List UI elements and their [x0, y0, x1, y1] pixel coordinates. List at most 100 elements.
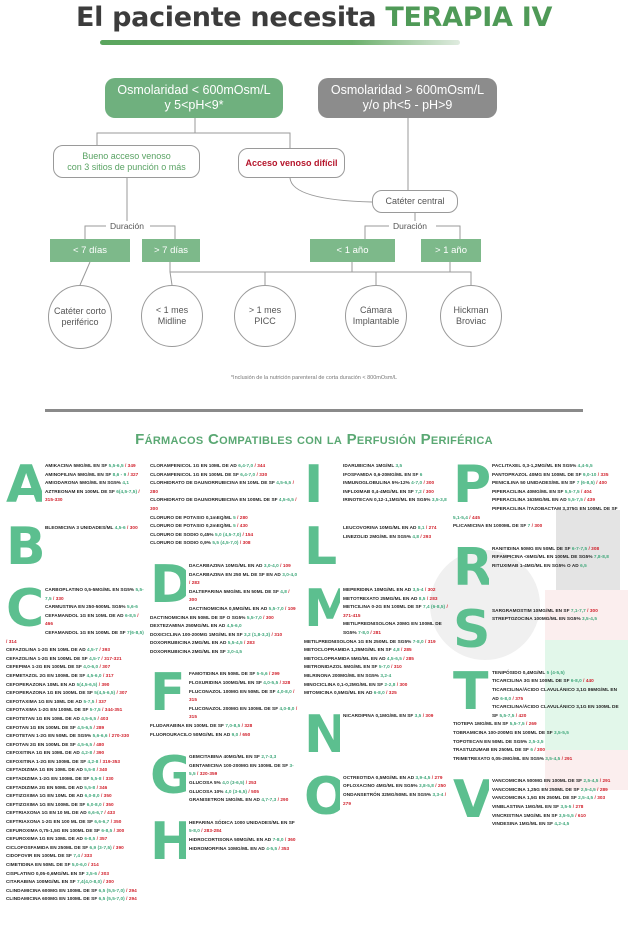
- drug-separator: /: [99, 793, 104, 799]
- drug-osmolarity: 291: [602, 778, 611, 784]
- connector: [169, 262, 173, 286]
- drug-separator: /: [123, 463, 128, 468]
- drug-separator: /: [126, 471, 131, 477]
- drug-name: CEFTADIZIMA 1G EN 10ML DE AD: [6, 767, 85, 773]
- drug-ph: 8,1: [417, 525, 425, 530]
- drug-item: CLORURO DE SODIO 0,9% 5,5 (4,5-7,0) / 30…: [150, 539, 298, 548]
- drug-separator: /: [95, 784, 100, 790]
- drug-ph: 8,5: [418, 595, 426, 601]
- drug-item: CEFAZOLINA 1-2G EN 100ML DE SF 4,5-7 / 3…: [6, 655, 144, 664]
- drug-separator: /: [384, 690, 389, 696]
- drug-name: FLOXURIDINA 100MG/ML EN SF: [189, 680, 264, 686]
- drug-osmolarity: 290: [280, 797, 289, 803]
- drug-item: TICARCILINA 3G EN 100ML DE SF 6-8,0 / 44…: [453, 677, 623, 686]
- drug-name: IDARUBICINA 1MG/ML: [343, 463, 396, 468]
- drug-separator: /: [95, 767, 100, 773]
- drug-item: METOCLOPRAMIDA 1,25MG/ML EN SF 4,8 / 285: [304, 646, 448, 655]
- index-letter: N: [304, 711, 340, 758]
- drug-item: GEMCITABINA 40MG/ML EN SF 2,7-3,3: [150, 753, 298, 762]
- drug-ph: 3,5-4,5: [582, 616, 597, 622]
- flowchart-connectors: [79, 118, 472, 286]
- drug-separator: /: [253, 463, 258, 468]
- drug-osmolarity: 314: [90, 862, 99, 867]
- drug-separator: /: [291, 480, 294, 486]
- drug-ph: 4,5-6,5: [77, 724, 93, 730]
- drug-separator: /: [593, 795, 598, 801]
- drug-name: TENIPÓSIDO 0,4MG/ML: [492, 669, 547, 675]
- drug-item: FLUOROURACILO 50MG/ML EN AD 9,0 / 650: [150, 731, 298, 740]
- drug-separator: /: [399, 647, 404, 653]
- drug-osmolarity: 330: [105, 776, 114, 782]
- drug-separator: /: [424, 525, 429, 530]
- drug-separator: /: [112, 827, 117, 833]
- drug-osmolarity: 390: [96, 750, 105, 756]
- difficult-access-label: Acceso venoso difícil: [245, 157, 338, 168]
- drug-name: TRASTUZUMAB EN 250ML DE SF: [453, 747, 531, 753]
- drug-ph: 5,5 (4,5-7,0): [212, 540, 239, 546]
- drug-ph: 7,2: [415, 488, 422, 494]
- drug-osmolarity: 315: [189, 714, 197, 720]
- drug-ph: 5,5-7,5: [567, 497, 583, 503]
- drug-separator: /: [430, 774, 435, 780]
- drug-separator: /: [115, 690, 120, 696]
- drug-ph: 4,2-8: [81, 750, 93, 756]
- drug-item: CICLOFOSFAMIDA EN 250ML DE SF 6,9 (3-7,5…: [6, 844, 144, 853]
- drug-ph: 4,4-5,5: [577, 463, 593, 468]
- drug-ph: 7(6-8,5): [127, 629, 144, 635]
- drug-ph: 6,5 (5,5-7,0): [98, 887, 125, 893]
- drug-separator: /: [277, 845, 282, 851]
- drug-osmolarity: 346: [99, 784, 108, 790]
- drug-ph: 3,5: [414, 712, 422, 718]
- drug-separator: /: [419, 533, 424, 539]
- drug-separator: /: [369, 629, 374, 635]
- drug-item: CEFAMANDOL 1G EN 10ML DE AD 6-8,5 / 466: [6, 612, 144, 629]
- drug-ph: 7,8-8,8: [593, 554, 609, 560]
- drug-name: CEFAZOLINA 1-2G EN 10ML DE AD: [6, 647, 88, 653]
- duration-label-right: Duración: [389, 221, 432, 231]
- drug-osmolarity: 300: [129, 525, 138, 530]
- drug-name: DACTINOMICINA EN 50ML DE SF O SG5%: [150, 614, 247, 620]
- drug-item: VANCOMICINA 1,5G EN 250ML DE SF 2,5-4,5 …: [453, 794, 623, 803]
- drug-ph: 5: [233, 514, 236, 520]
- drug-item: MILRINONA 200MG/ML EN SG5% 3,2-4: [304, 672, 448, 681]
- drug-item: PENICILINA 50 UNIDADES/ML EN SF 7 (6-8,5…: [453, 479, 623, 488]
- drug-item: CEFEPIMA 1-2G EN 100ML DE SF 4,0-6,0 / 3…: [6, 663, 144, 672]
- c-port-l2: Implantable: [352, 316, 400, 326]
- decorative-gray-circle: [430, 550, 540, 660]
- drug-osmolarity: 300: [105, 879, 114, 885]
- drug-item: GLUCOSA 5% 4,0 (3-6,5) / 253: [150, 779, 298, 788]
- c-short-l2: periférico: [61, 317, 99, 327]
- drug-osmolarity: 404: [583, 488, 592, 494]
- drug-name: CITARABINA 100MG/ML EN SF: [6, 879, 78, 885]
- drug-separator: /: [395, 681, 400, 687]
- drug-item: DACARBAZINA EN 250 ML DE SF EN AD 3,0-4,…: [150, 571, 298, 588]
- drug-ph: 5-8,0: [189, 828, 200, 834]
- drug-separator: /: [532, 747, 538, 753]
- drug-separator: /: [124, 887, 129, 893]
- drug-name: CEFOTAXIMA 1-2G EN 100ML DE SF: [6, 707, 90, 713]
- difficult-access-box: Acceso venoso difícil: [238, 148, 345, 178]
- drug-name: CLORURO DE POTASIO 0,2mEQ/ML: [150, 523, 234, 529]
- drug-ph: 9,0-10: [582, 471, 597, 477]
- drug-name: DEXTEZAMINA 250MG/ML EN AD: [150, 623, 227, 629]
- drug-separator: /: [582, 497, 587, 503]
- drug-separator: /: [98, 664, 103, 670]
- title-highlight: TERAPIA IV: [385, 2, 553, 33]
- drug-separator: /: [240, 723, 245, 729]
- drug-ph: 4,5-7: [89, 655, 101, 661]
- drug-item: CLORHIDRATO DE DAUNORRUBICINA EN 10ML DE…: [150, 479, 298, 496]
- drug-osmolarity: 360: [287, 836, 296, 842]
- drug-ph: 4,5-6,5: [386, 655, 402, 661]
- drug-ph: 4,0 (3-6,5): [222, 780, 245, 785]
- drug-osmolarity: 344-351: [104, 707, 123, 713]
- drug-ph: 5,5-7,0: [268, 605, 284, 611]
- drug-osmolarity: 303: [101, 870, 110, 876]
- drug-ph: 3,0-4,0: [282, 571, 298, 577]
- drug-osmolarity: 300: [150, 505, 158, 511]
- drug-separator: /: [401, 655, 406, 661]
- drug-ph: 6,4-7,0: [240, 471, 256, 477]
- drug-name: TOBRAMICINA 100-200MG EN 100ML DE SF: [453, 729, 555, 735]
